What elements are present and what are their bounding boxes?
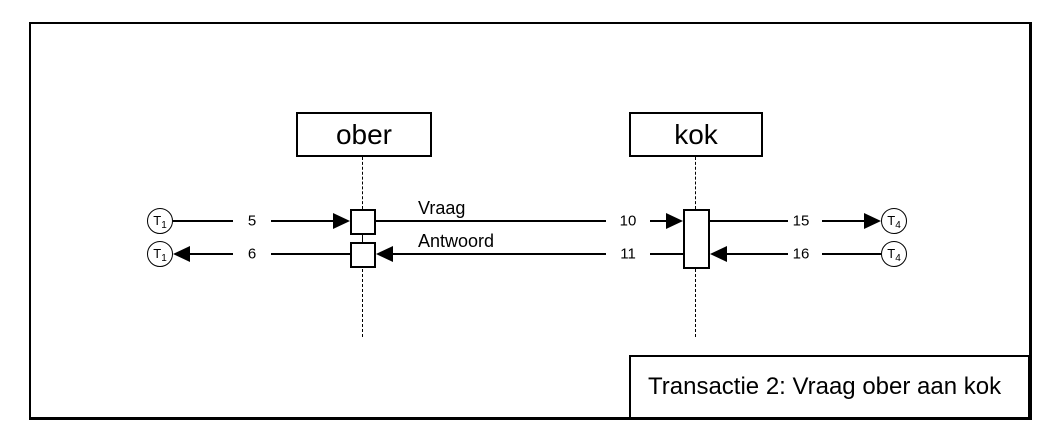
- message-label-vraag: Vraag: [418, 198, 466, 218]
- message-line-segment: [271, 220, 333, 222]
- terminal-t1-label: T1: [153, 213, 167, 231]
- terminal-t4-request: T4: [881, 208, 907, 234]
- arrowhead-right-icon: [666, 213, 683, 229]
- actor-label-kok: kok: [674, 118, 718, 150]
- message-line-segment: [650, 220, 666, 222]
- message-line-segment: [173, 220, 233, 222]
- terminal-t4-response: T4: [881, 241, 907, 267]
- actor-box-kok: kok: [629, 112, 763, 157]
- arrowhead-left-icon: [376, 246, 393, 262]
- message-line-segment: [376, 220, 606, 222]
- sequence-number-6: 6: [247, 245, 257, 263]
- lifeline-ober-lower: [362, 269, 363, 337]
- arrowhead-right-icon: [333, 213, 350, 229]
- activation-kok: [683, 209, 710, 269]
- sequence-number-15: 15: [792, 212, 810, 230]
- lifeline-ober-upper: [362, 157, 363, 209]
- message-label-antwoord: Antwoord: [418, 231, 495, 251]
- message-line-segment: [393, 253, 606, 255]
- arrowhead-right-icon: [864, 213, 881, 229]
- message-line-segment: [710, 220, 788, 222]
- sequence-number-16: 16: [792, 245, 810, 263]
- terminal-t1-label: T1: [153, 246, 167, 264]
- terminal-t1-request: T1: [147, 208, 173, 234]
- message-line-segment: [822, 220, 864, 222]
- activation-connector: [362, 235, 363, 242]
- message-line-segment: [271, 253, 350, 255]
- activation-ober-response: [350, 242, 376, 268]
- lifeline-kok-upper: [695, 157, 696, 209]
- terminal-t1-response: T1: [147, 241, 173, 267]
- caption-text: Transactie 2: Vraag ober aan kok: [648, 373, 1002, 400]
- lifeline-kok-lower: [695, 269, 696, 337]
- terminal-t4-label: T4: [887, 246, 901, 264]
- actor-label-ober: ober: [335, 118, 393, 150]
- sequence-number-10: 10: [619, 212, 637, 230]
- message-line-segment: [727, 253, 788, 255]
- terminal-t4-label: T4: [887, 213, 901, 231]
- caption-box: Transactie 2: Vraag ober aan kok: [629, 355, 1030, 419]
- message-line-segment: [190, 253, 233, 255]
- arrowhead-left-icon: [173, 246, 190, 262]
- sequence-number-5: 5: [247, 212, 257, 230]
- message-line-segment: [650, 253, 683, 255]
- message-line-segment: [822, 253, 881, 255]
- arrowhead-left-icon: [710, 246, 727, 262]
- activation-ober-request: [350, 209, 376, 235]
- actor-box-ober: ober: [296, 112, 432, 157]
- sequence-number-11: 11: [620, 245, 636, 263]
